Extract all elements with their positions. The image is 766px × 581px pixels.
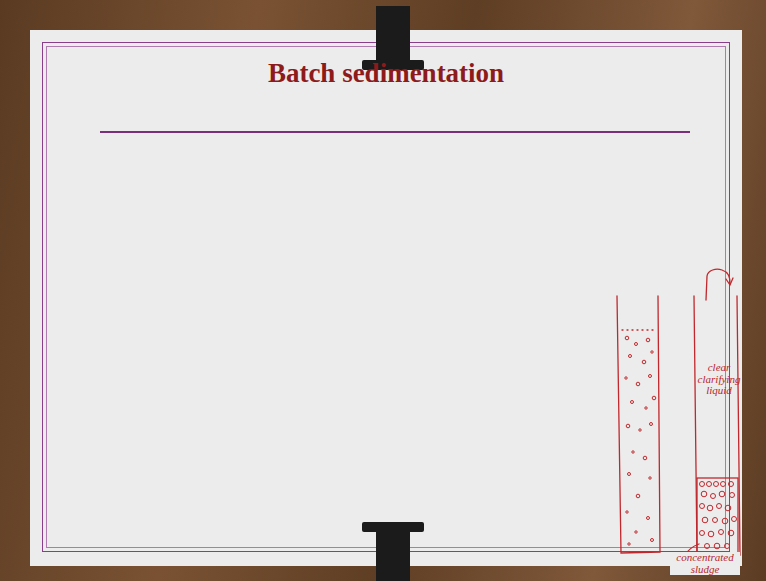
handwritten-label: concentrated sludge	[670, 552, 740, 575]
settled-particles	[700, 482, 737, 549]
cylinder-sketch	[617, 269, 740, 556]
suspended-particles	[625, 336, 656, 545]
binder-clip	[362, 6, 424, 581]
handwritten-label: clear clarifying liquid	[697, 362, 741, 397]
slide-border	[42, 42, 730, 552]
title-rule	[100, 131, 690, 133]
slide-title: Batch sedimentation	[30, 58, 742, 89]
slide-background	[30, 30, 742, 566]
